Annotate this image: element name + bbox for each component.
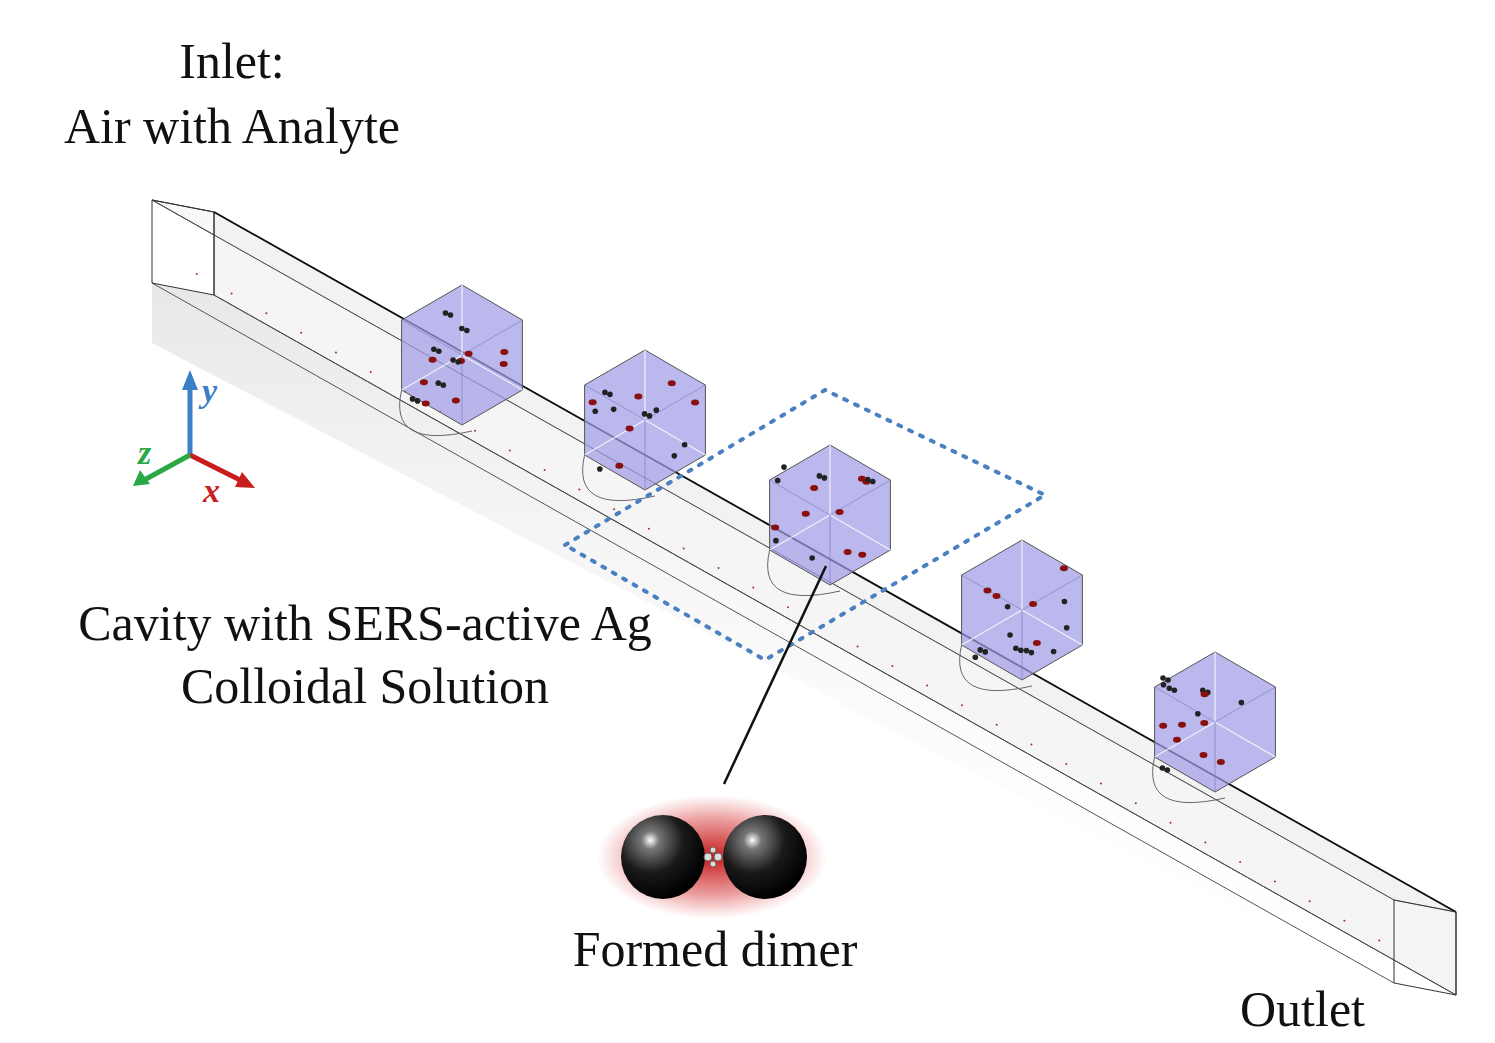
analyte-dot (891, 665, 893, 667)
analyte-dot (648, 528, 650, 530)
analyte-dot (231, 293, 233, 295)
analyte-dot (926, 685, 928, 687)
analyte-dot (683, 547, 685, 549)
analyte-dot (961, 704, 963, 706)
axis-label: z (138, 432, 151, 475)
analyte-dot (1309, 900, 1311, 902)
inlet-label: Inlet: (179, 30, 285, 93)
analyte-dot (1204, 841, 1206, 843)
channel-edge (214, 212, 1456, 912)
analyte-dot (300, 332, 302, 334)
axis-label: x (203, 470, 220, 513)
axis-label: y (202, 370, 217, 413)
dimer (597, 795, 827, 919)
outlet-label: Outlet (1240, 978, 1365, 1041)
inlet-label: Air with Analyte (64, 95, 400, 158)
leader-line (724, 566, 826, 784)
cavity-cube (960, 540, 1083, 691)
analyte-dot (752, 587, 754, 589)
analyte-dot (1135, 802, 1137, 804)
analyte-dot (1274, 881, 1276, 883)
channel-edge (152, 200, 1394, 900)
analyte-dot (196, 273, 198, 275)
analyte-dot (578, 489, 580, 491)
analyte-dot (1100, 783, 1102, 785)
channel-outlet (1394, 900, 1456, 995)
analyte-dot (613, 508, 615, 510)
shadow (152, 283, 1456, 1025)
cavities (400, 285, 1276, 803)
cavity-cube (768, 445, 891, 596)
cavity-cube (1153, 652, 1276, 803)
analyte-dot (370, 371, 372, 373)
analyte-dot (1343, 920, 1345, 922)
analyte-dot (857, 645, 859, 647)
analyte-dot (1065, 763, 1067, 765)
analyte-dot (1378, 939, 1380, 941)
analyte-dot (1239, 861, 1241, 863)
axis-triad (133, 370, 255, 488)
analyte-dot (996, 724, 998, 726)
cavity-cube (400, 285, 523, 436)
analyte-dot (1030, 743, 1032, 745)
cavity-label: Cavity with SERS-active Ag Colloidal Sol… (58, 592, 673, 717)
analyte-dot (787, 606, 789, 608)
analyte-dot (265, 312, 267, 314)
dimer-label: Formed dimer (573, 918, 858, 981)
analyte-dot (335, 351, 337, 353)
analyte-dot (1170, 822, 1172, 824)
channel-inlet (152, 200, 214, 295)
cavity-cube (583, 350, 706, 501)
analyte-dot (717, 567, 719, 569)
analyte-dot (509, 449, 511, 451)
analyte-dot (544, 469, 546, 471)
analyte-dot (474, 430, 476, 432)
